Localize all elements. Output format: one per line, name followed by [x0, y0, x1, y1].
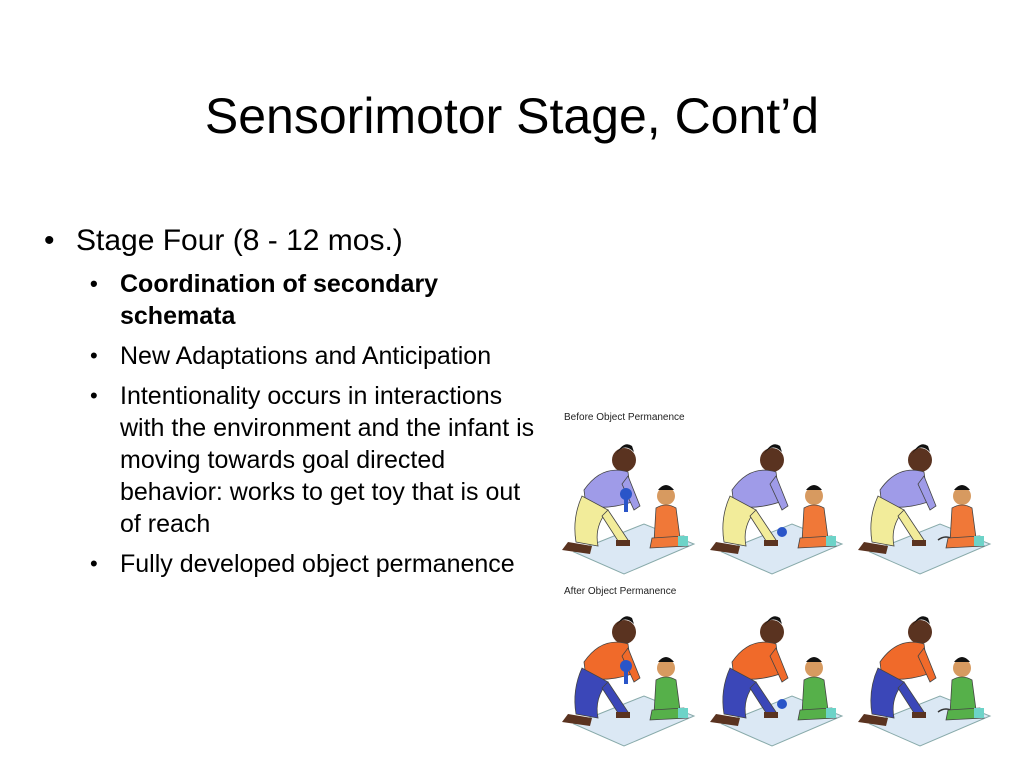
before-panel-1	[554, 432, 699, 582]
sub-bullet-item: • Fully developed object permanence	[44, 548, 544, 580]
after-panel-2	[702, 604, 847, 754]
sub-bullet-text: Intentionality occurs in interactions wi…	[120, 382, 535, 538]
sub-bullet-text: New Adaptations and Anticipation	[120, 342, 492, 370]
sub-bullet-text: Coordination of secondary schemata	[120, 270, 439, 330]
slide-title: Sensorimotor Stage, Cont’d	[204, 88, 820, 144]
bullet-dot-icon: •	[44, 224, 55, 257]
bullet-dot-icon: •	[90, 343, 98, 368]
main-bullet-text: Stage Four (8 - 12 mos.)	[76, 224, 403, 257]
sub-bullet-item: • New Adaptations and Anticipation	[44, 340, 544, 372]
sub-bullet-item: • Intentionality occurs in interactions …	[44, 380, 544, 540]
bullet-dot-icon: •	[90, 551, 98, 576]
after-panel-3	[850, 604, 995, 754]
caption-after: After Object Permanence	[564, 586, 677, 597]
bullet-dot-icon: •	[90, 271, 98, 296]
main-bullet: • Stage Four (8 - 12 mos.)	[44, 222, 544, 260]
bullet-dot-icon: •	[90, 383, 98, 408]
sub-bullet-item: • Coordination of secondary schemata	[44, 268, 544, 332]
before-panel-2	[702, 432, 847, 582]
caption-before: Before Object Permanence	[564, 412, 685, 423]
before-panel-3	[850, 432, 995, 582]
sub-bullet-list: • Coordination of secondary schemata • N…	[44, 268, 544, 580]
object-permanence-illustration: Before Object Permanence After Object Pe…	[554, 392, 1004, 752]
sub-bullet-text: Fully developed object permanence	[120, 550, 515, 578]
bullet-list: • Stage Four (8 - 12 mos.) • Coordinatio…	[44, 222, 544, 588]
after-panel-1	[554, 604, 699, 754]
